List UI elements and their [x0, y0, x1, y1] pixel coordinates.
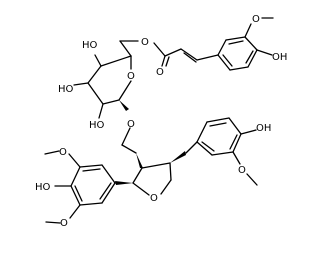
thf-c8-c8p: [141, 162, 171, 169]
bond-c4-oh: [94, 54, 102, 67]
bond-c3-oh: [73, 82, 89, 86]
label-oh-right: OH: [256, 123, 271, 134]
fr-d1: [228, 40, 244, 45]
thf-wedge-c8: [136, 153, 143, 168]
lr-3: [70, 166, 81, 187]
fr-2: [225, 36, 246, 41]
bond-c2-oh: [98, 103, 104, 119]
bond-cbeta-aryl: [196, 54, 219, 61]
rr-6: [196, 141, 213, 156]
lr-d2: [74, 185, 83, 202]
right-ring: [185, 117, 258, 186]
label-o-thf: O: [150, 193, 158, 204]
bond-lr-ometh-top: [68, 153, 81, 168]
left-ring: [44, 150, 116, 224]
thf-ring: [115, 151, 186, 196]
glycoside-linker: [121, 127, 137, 154]
bond-lr-ometh-bot: [69, 204, 81, 219]
bond-fr-oh: [256, 49, 273, 56]
lr-d1: [82, 168, 101, 172]
lr-5: [79, 202, 103, 206]
label-ho-c2: HO: [89, 120, 105, 131]
thf-wedge-c8p: [170, 151, 186, 163]
bond-c2-c3: [87, 82, 104, 105]
thf-wedge-c7: [115, 181, 133, 185]
thf-c8p-c9p: [169, 162, 172, 181]
feruloyl-ester: [119, 40, 219, 67]
fr-1: [217, 39, 227, 56]
bond-carbonyl-1: [161, 55, 166, 67]
bond-c1-oglyc-wedge: [119, 100, 129, 111]
rr-4: [232, 133, 242, 153]
label-o-ester: O: [141, 37, 149, 48]
label-ho-left: HO: [35, 182, 51, 193]
fr-d2: [245, 50, 254, 64]
bond-ch2-ring: [185, 141, 198, 154]
rr-1: [196, 121, 208, 143]
lr-4: [70, 185, 81, 206]
atom-labels: HO HO HO O O O O O OH OH O O HO O O: [35, 14, 287, 229]
thf-c9p-o: [160, 179, 172, 195]
lr-d3: [99, 182, 112, 200]
bond-calpha: [164, 48, 182, 57]
bond-c6-c5: [119, 40, 132, 57]
label-oh-ferul: OH: [272, 52, 287, 63]
thf-c7-c8: [132, 167, 143, 184]
rr-d2: [229, 134, 238, 150]
fr-4: [247, 49, 258, 68]
label-o-glycoside: O: [127, 119, 135, 130]
fr-5: [229, 66, 249, 71]
fr-6: [217, 54, 231, 71]
fr-3: [244, 36, 258, 51]
lr-2: [79, 164, 103, 168]
bond-fr-ometh: [244, 23, 252, 38]
rr-5: [211, 151, 234, 156]
label-o-carbonyl: O: [156, 67, 164, 78]
rr-d1: [209, 122, 227, 127]
thf-o-c7: [132, 182, 150, 196]
bond-alkene-2: [183, 52, 197, 63]
fr-d3: [222, 54, 233, 67]
label-o-methoxy-left-top: O: [59, 147, 67, 158]
bond-c4-c5: [100, 55, 132, 67]
bond-c1-c2: [102, 99, 120, 105]
bond-oglyc-ch2: [121, 127, 131, 146]
label-o-ring: O: [127, 71, 135, 82]
lr-1: [101, 164, 116, 184]
bond-c3-c4: [87, 65, 102, 84]
bond-lr-ch3-top: [44, 150, 60, 155]
label-o-methoxy-left-bot: O: [60, 218, 68, 229]
bond-alkene-1: [180, 48, 198, 61]
bond-lr-ch3-bot: [45, 221, 61, 224]
label-ho-c4: HO: [82, 40, 98, 51]
bond-oester-ccarbonyl: [153, 42, 166, 57]
rr-3: [228, 117, 242, 135]
rr-2: [206, 117, 230, 123]
label-o-methoxy-right: O: [238, 165, 246, 176]
rr-d3: [201, 141, 215, 152]
ferulic-ring: [217, 17, 274, 71]
bond-rr-oh: [240, 129, 257, 135]
bond-o5-c1: [118, 80, 132, 101]
label-o-methoxy-ferul: O: [252, 14, 260, 25]
bond-rr-ch3: [246, 173, 258, 186]
glucose-ring: [73, 40, 132, 119]
bond-rr-ometh: [232, 151, 241, 165]
label-ho-c3: HO: [58, 84, 74, 95]
bond-ch2-c8: [121, 144, 137, 154]
bond-carbonyl-2: [165, 56, 170, 67]
lr-6: [101, 182, 116, 204]
